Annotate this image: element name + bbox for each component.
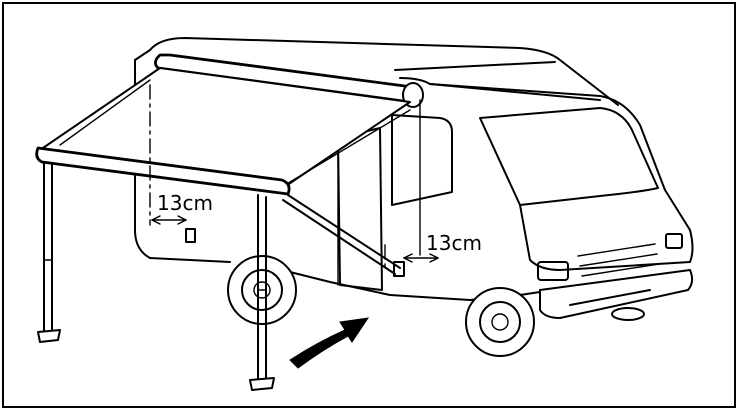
motorhome (134, 37, 694, 319)
dimension-right (384, 99, 439, 271)
right-distance-label: 13cm (426, 231, 482, 255)
awning (35, 53, 424, 391)
front-right-wheel (611, 307, 645, 321)
left-distance-label: 13cm (157, 191, 213, 215)
front-wheel (465, 287, 535, 357)
arrow-indicator (289, 317, 370, 369)
dimension-left (149, 84, 187, 226)
